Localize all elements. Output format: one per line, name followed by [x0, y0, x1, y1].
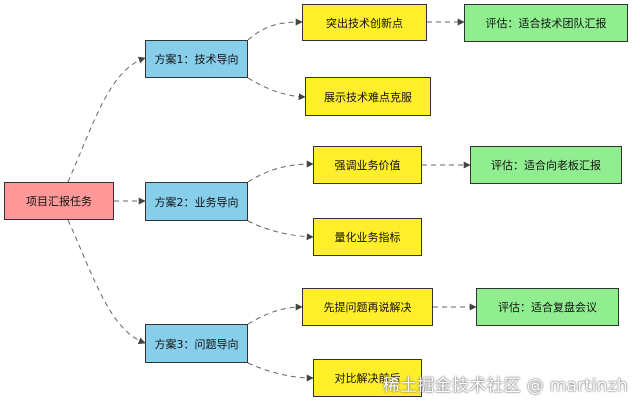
edge-plan2-point4: [247, 220, 314, 241]
point-node-6: 对比解决前后: [313, 359, 422, 397]
edge-plan2-point3: [247, 160, 314, 183]
edge-plan1-point2: [247, 77, 306, 101]
edge-root-plan1: [67, 56, 146, 183]
point-node-3: 强调业务价值: [313, 146, 422, 184]
eval-node-1: 评估：适合技术团队汇报: [464, 4, 628, 42]
edge-plan3-point5: [247, 303, 303, 325]
eval-node-3: 评估：适合复盘会议: [476, 288, 619, 326]
edge-plan3-point6: [247, 362, 314, 382]
watermark-text: 稀土掘金技术社区 @ martinzh: [382, 376, 628, 396]
point-node-2: 展示技术难点克服: [305, 77, 431, 116]
plan-node-1: 方案1：技术导向: [145, 40, 248, 78]
edge-plan1-point1: [247, 18, 303, 41]
plan-node-2: 方案2：业务导向: [145, 182, 248, 221]
point-node-1: 突出技术创新点: [302, 4, 427, 41]
point-node-4: 量化业务指标: [313, 218, 422, 256]
root-node: 项目汇报任务: [4, 182, 114, 220]
plan-node-3: 方案3：问题导向: [145, 324, 248, 363]
edge-root-plan3: [67, 219, 146, 345]
eval-node-2: 评估：适合向老板汇报: [470, 146, 622, 184]
point-node-5: 先提问题再说解决: [302, 288, 433, 326]
